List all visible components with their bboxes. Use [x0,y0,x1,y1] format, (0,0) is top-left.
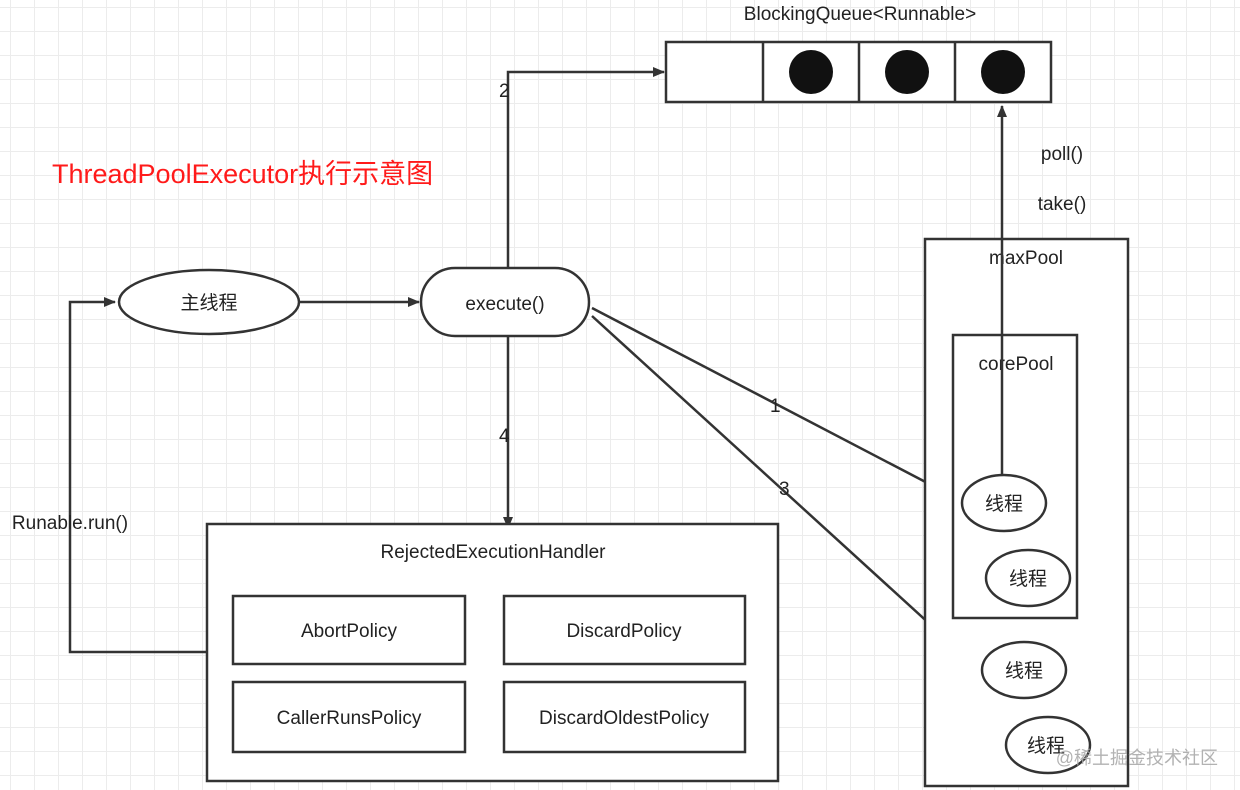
thread-node [960,473,1048,533]
max-pool-label: maxPool [989,248,1063,269]
policy-abort [231,594,467,666]
core-pool-label: corePool [979,354,1054,375]
queued-task [789,50,833,94]
main-thread-node [117,268,301,336]
handler-label: RejectedExecutionHandler [381,542,607,563]
execute-label: execute() [465,294,544,315]
edge-runable-run [68,297,207,654]
edge-label-2: 2 [499,81,510,102]
policy-caller-runs [231,680,467,754]
queued-task [885,50,929,94]
edge-label-1: 1 [770,396,781,417]
queued-task [981,50,1025,94]
main-thread-label: 主线程 [180,292,237,314]
runable-run-label: Runable.run() [12,513,128,534]
take-label: take() [1038,194,1087,215]
policy-label: DiscardPolicy [566,621,682,642]
edge-label-4: 4 [499,426,510,447]
policy-discard [502,594,747,666]
thread-label: 线程 [985,493,1023,515]
thread-label: 线程 [1027,735,1065,757]
blocking-queue [664,40,1053,104]
poll-label: poll() [1041,144,1083,165]
watermark: @稀土掘金技术社区 [1056,748,1218,768]
diagram-title: ThreadPoolExecutor执行示意图 [52,159,433,189]
thread-label: 线程 [1009,568,1047,590]
queue-label: BlockingQueue<Runnable> [744,4,976,25]
edge-label-3: 3 [779,479,790,500]
policy-label: AbortPolicy [301,621,398,642]
thread-node [984,548,1072,608]
thread-label: 线程 [1005,660,1043,682]
edge-3-to-max-thread [591,315,979,669]
edge-2-to-queue [506,67,665,268]
policy-label: DiscardOldestPolicy [539,708,709,729]
policy-label: CallerRunsPolicy [277,708,422,729]
edge-1-to-core-thread [591,306,961,502]
execute-node [419,266,591,338]
thread-node [1004,715,1092,775]
policy-discard-oldest [502,680,747,754]
thread-node [980,640,1068,700]
